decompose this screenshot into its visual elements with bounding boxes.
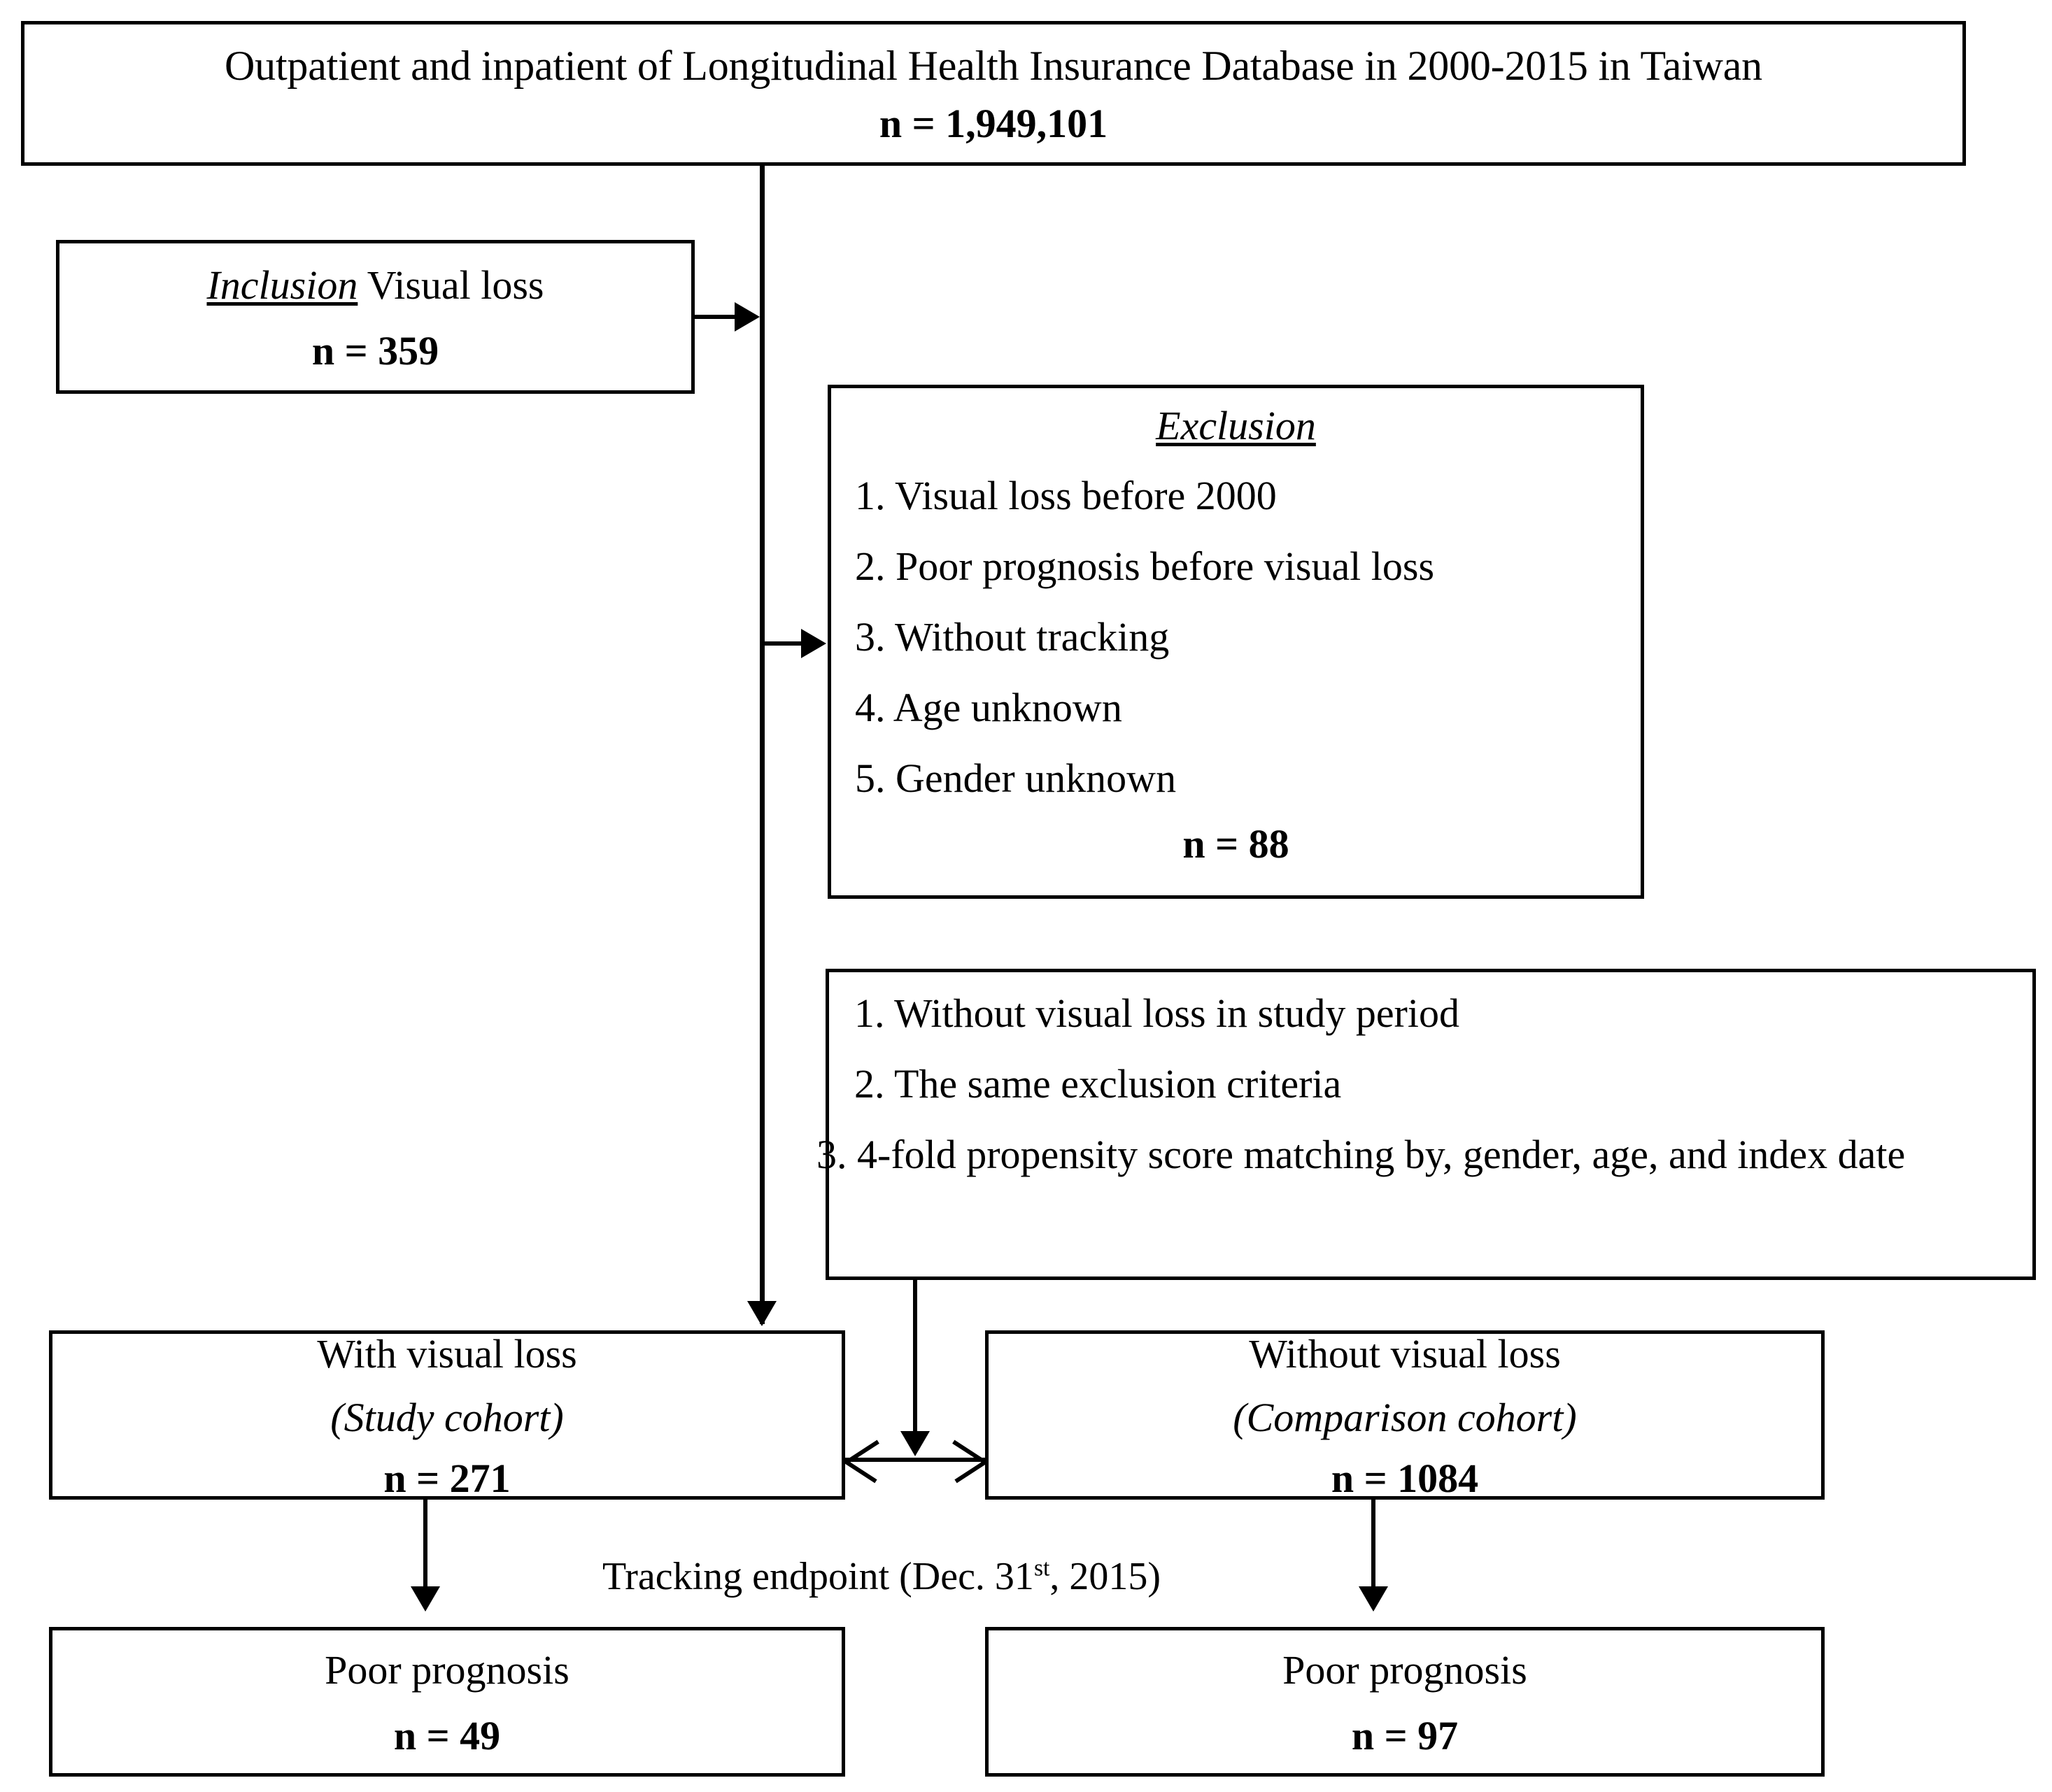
inclusion-count: n = 359: [311, 327, 439, 374]
inclusion-box: Inclusion Visual loss n = 359: [56, 240, 695, 394]
list-item: 2. Poor prognosis before visual loss: [855, 543, 1435, 590]
inclusion-label: Inclusion: [206, 262, 358, 308]
matching-criteria-box: 1. Without visual loss in study period 2…: [816, 969, 2036, 1280]
study-cohort-count: n = 271: [383, 1455, 511, 1501]
comparison-cohort-title: Without visual loss: [1249, 1331, 1561, 1377]
cohort-link-line: [845, 1458, 986, 1462]
exclusion-arrowhead-icon: [801, 629, 826, 658]
study-to-outcome-line: [423, 1500, 427, 1598]
outcome-study-count: n = 49: [393, 1712, 501, 1758]
matching-criteria-list: 1. Without visual loss in study period 2…: [816, 988, 2007, 1180]
list-item: 1. Without visual loss in study period: [854, 990, 1459, 1036]
exclusion-label: Exclusion: [1156, 403, 1316, 448]
study-outcome-arrowhead-icon: [411, 1586, 440, 1612]
inclusion-arrowhead-icon: [735, 302, 760, 332]
list-item: 5. Gender unknown: [855, 755, 1177, 802]
trunk-vertical-line: [760, 166, 765, 1324]
outcome-comparison-count: n = 97: [1351, 1712, 1459, 1758]
outcome-comparison-box: Poor prognosis n = 97: [985, 1627, 1825, 1777]
study-cohort-title: With visual loss: [317, 1331, 577, 1377]
outcome-comparison-title: Poor prognosis: [1282, 1647, 1527, 1693]
source-population-title: Outpatient and inpatient of Longitudinal…: [225, 43, 1762, 90]
matching-arrowhead-icon: [900, 1431, 930, 1456]
exclusion-count: n = 88: [1182, 821, 1289, 867]
list-item: 1. Visual loss before 2000: [855, 473, 1277, 518]
tracking-endpoint-superscript: st: [1033, 1555, 1050, 1581]
inclusion-to-trunk-line: [695, 315, 737, 319]
comparison-cohort-count: n = 1084: [1331, 1455, 1479, 1501]
exclusion-criteria-list: 1. Visual loss before 2000 2. Poor progn…: [855, 470, 1617, 804]
exclusion-box: Exclusion 1. Visual loss before 2000 2. …: [828, 385, 1644, 899]
inclusion-heading: Inclusion Visual loss: [75, 259, 676, 311]
study-cohort-subtitle: (Study cohort): [330, 1394, 564, 1440]
trunk-to-exclusion-line: [763, 641, 803, 646]
study-cohort-arrowhead-icon: [747, 1301, 777, 1326]
source-population-count: n = 1,949,101: [879, 100, 1108, 146]
comparison-cohort-subtitle: (Comparison cohort): [1233, 1394, 1577, 1440]
tracking-endpoint-label: Tracking endpoint (Dec. 31st, 2015): [598, 1554, 1165, 1599]
outcome-study-title: Poor prognosis: [325, 1647, 569, 1693]
source-population-box: Outpatient and inpatient of Longitudinal…: [21, 21, 1966, 166]
comparison-to-outcome-line: [1371, 1500, 1375, 1598]
inclusion-text: Visual loss: [358, 262, 544, 308]
tracking-endpoint-suffix: , 2015): [1049, 1555, 1161, 1598]
study-cohort-box: With visual loss (Study cohort) n = 271: [49, 1330, 845, 1501]
matching-to-cohorts-line: [913, 1280, 917, 1448]
tracking-endpoint-prefix: Tracking endpoint (Dec. 31: [602, 1555, 1034, 1598]
comparison-outcome-arrowhead-icon: [1359, 1586, 1388, 1612]
list-item: 4. Age unknown: [855, 685, 1122, 731]
comparison-cohort-box: Without visual loss (Comparison cohort) …: [985, 1330, 1825, 1501]
list-item: 3. 4-fold propensity score matching by, …: [816, 1132, 1906, 1178]
outcome-study-box: Poor prognosis n = 49: [49, 1627, 845, 1777]
exclusion-heading: Exclusion: [855, 402, 1617, 449]
list-item: 2. The same exclusion criteria: [854, 1061, 1342, 1107]
list-item: 3. Without tracking: [855, 614, 1170, 660]
